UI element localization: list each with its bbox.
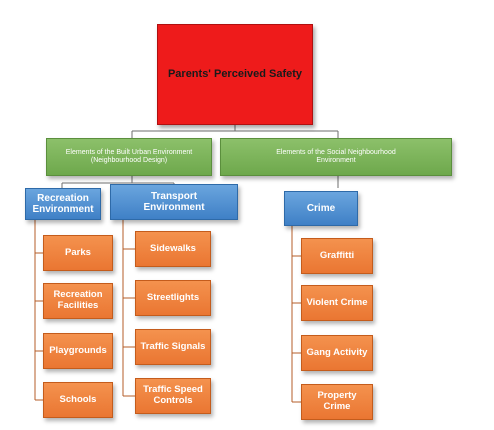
- crime-label: Crime: [306, 202, 336, 214]
- leaf-property-crime: Property Crime: [301, 384, 373, 420]
- leaf-parks: Parks: [43, 235, 113, 271]
- leaf-label: Gang Activity: [306, 346, 368, 358]
- leaf-label: Playgrounds: [49, 344, 107, 356]
- leaf-label: Violent Crime: [306, 296, 368, 308]
- built-environment-label: Elements of the Built Urban Environment …: [65, 148, 193, 164]
- root-node: Parents' Perceived Safety: [157, 24, 313, 125]
- leaf-label: Traffic Speed Controls: [143, 384, 203, 406]
- social-environment-label: Elements of the Social Neighbourhood Env…: [276, 148, 396, 164]
- leaf-label: Property Crime: [317, 390, 357, 412]
- leaf-gang-activity: Gang Activity: [301, 335, 373, 371]
- leaf-label: Parks: [65, 246, 91, 258]
- leaf-label: Traffic Signals: [140, 340, 206, 352]
- recreation-environment-label: Recreation Environment: [32, 192, 94, 216]
- leaf-label: Sidewalks: [150, 242, 196, 254]
- transport-environment-node: Transport Environment: [110, 184, 238, 220]
- leaf-label: Streetlights: [146, 291, 200, 303]
- root-label: Parents' Perceived Safety: [167, 68, 303, 81]
- leaf-traffic-speed-controls: Traffic Speed Controls: [135, 378, 211, 414]
- leaf-label: Schools: [59, 393, 97, 405]
- built-environment-node: Elements of the Built Urban Environment …: [46, 138, 212, 176]
- leaf-graffitti: Graffitti: [301, 238, 373, 274]
- leaf-playgrounds: Playgrounds: [43, 333, 113, 369]
- leaf-sidewalks: Sidewalks: [135, 231, 211, 267]
- leaf-streetlights: Streetlights: [135, 280, 211, 316]
- transport-environment-label: Transport Environment: [143, 190, 205, 214]
- leaf-schools: Schools: [43, 382, 113, 418]
- social-environment-node: Elements of the Social Neighbourhood Env…: [220, 138, 452, 176]
- crime-node: Crime: [284, 191, 358, 226]
- leaf-label: Recreation Facilities: [53, 289, 103, 311]
- leaf-violent-crime: Violent Crime: [301, 285, 373, 321]
- leaf-traffic-signals: Traffic Signals: [135, 329, 211, 365]
- leaf-label: Graffitti: [319, 249, 355, 261]
- recreation-environment-node: Recreation Environment: [25, 188, 101, 220]
- leaf-recreation-facilities: Recreation Facilities: [43, 283, 113, 319]
